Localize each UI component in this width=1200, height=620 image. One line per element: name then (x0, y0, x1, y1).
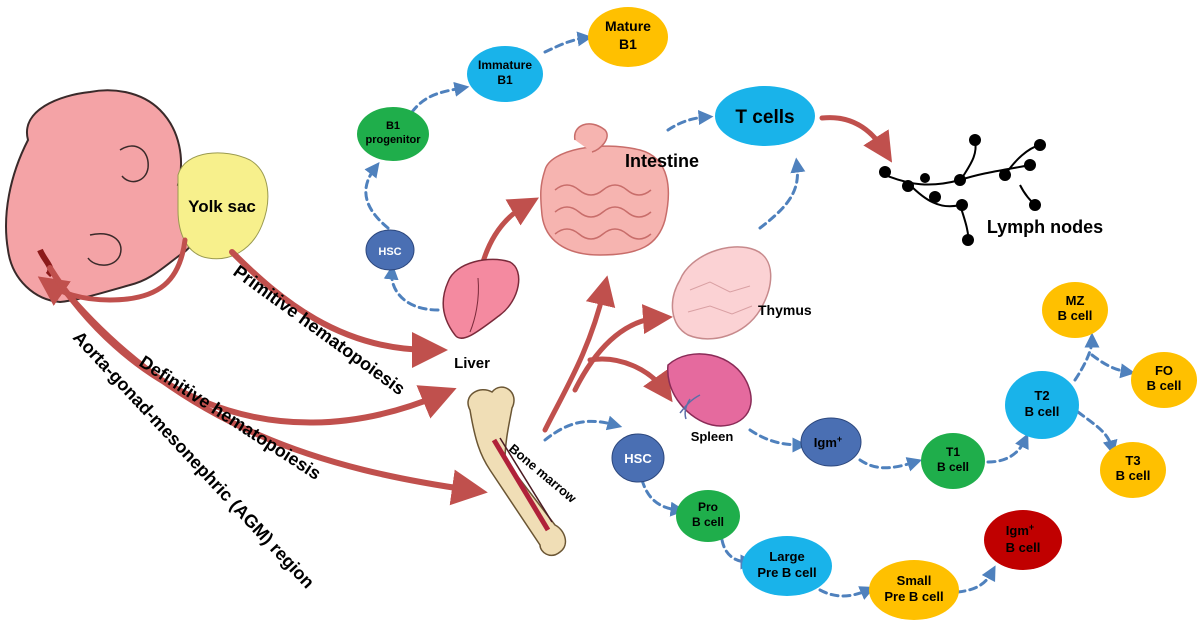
node-b1-progenitor-line2: progenitor (366, 134, 422, 146)
node-t3-b: T3 B cell (1100, 442, 1166, 498)
node-t-cells: T cells (715, 86, 815, 146)
node-large-pre-b-line2: Pre B cell (757, 565, 816, 580)
intestine: Intestine (540, 123, 699, 256)
node-mz-b-line2: B cell (1058, 308, 1093, 323)
spleen-label: Spleen (691, 429, 734, 444)
node-fo-b-line1: FO (1155, 363, 1173, 378)
blue-dashed-arrows (364, 31, 1136, 600)
tcells-to-lymph-arrow (819, 115, 893, 163)
node-igm-b-line2: B cell (1006, 540, 1041, 555)
node-t2-b-line1: T2 (1034, 388, 1049, 403)
node-igm-spleen: Igm+ (800, 417, 862, 467)
cell-nodes: HSC B1 progenitor Immature B1 Mature B1 … (357, 7, 1197, 620)
node-t1-b-line2: B cell (937, 460, 969, 474)
node-t3-b-line2: B cell (1116, 468, 1151, 483)
node-large-pre-b-line1: Large (769, 549, 804, 564)
yolk-sac-label: Yolk sac (188, 197, 256, 216)
liver-label: Liver (454, 355, 490, 372)
node-t1-b: T1 B cell (921, 433, 985, 489)
node-small-pre-b-line2: Pre B cell (884, 589, 943, 604)
node-immature-b1: Immature B1 (467, 46, 543, 102)
node-hsc-top-line1: HSC (378, 246, 401, 258)
node-mz-b-line1: MZ (1066, 293, 1085, 308)
node-b1-progenitor: B1 progenitor (357, 107, 429, 161)
bm-to-intestine-arrow (542, 275, 616, 433)
node-mature-b1: Mature B1 (588, 7, 668, 67)
lymph-nodes: Lymph nodes (879, 134, 1103, 246)
primitive-arrow (229, 249, 448, 368)
intestine-label: Intestine (625, 151, 699, 171)
node-fo-b-line2: B cell (1147, 378, 1182, 393)
bm-to-spleen-arrow (587, 356, 673, 403)
node-t3-b-line1: T3 (1125, 453, 1140, 468)
node-t2-b-line2: B cell (1025, 404, 1060, 419)
red-arrows (37, 115, 893, 506)
node-t-cells-line1: T cells (735, 107, 794, 128)
node-hsc-bm: HSC (611, 433, 665, 483)
primitive-label: Primitive hematopoiesis (230, 261, 409, 399)
node-pro-b-line1: Pro (698, 500, 718, 514)
node-fo-b: FO B cell (1131, 352, 1197, 408)
node-t2-b: T2 B cell (1005, 371, 1079, 439)
node-pro-b: Pro B cell (676, 490, 740, 542)
liver: Liver (442, 258, 520, 372)
node-hsc-top: HSC (365, 229, 415, 271)
node-igm-spleen-line1: Igm+ (814, 434, 842, 450)
embryo-illustration (5, 89, 202, 304)
node-hsc-bm-line1: HSC (624, 451, 652, 466)
node-immature-b1-line2: B1 (497, 73, 513, 87)
node-igm-b: Igm+ B cell (984, 510, 1062, 570)
thymus: Thymus (671, 246, 812, 340)
node-small-pre-b-line1: Small (897, 573, 932, 588)
yolk-sac: Yolk sac (177, 152, 269, 260)
node-t1-b-line1: T1 (946, 445, 960, 459)
thymus-label: Thymus (758, 302, 812, 318)
lymph-nodes-label: Lymph nodes (987, 217, 1103, 237)
node-mz-b: MZ B cell (1042, 282, 1108, 338)
agm-arrow (57, 282, 488, 506)
node-b1-progenitor-line1: B1 (386, 120, 400, 132)
node-small-pre-b: Small Pre B cell (869, 560, 959, 620)
node-mature-b1-line2: B1 (619, 36, 637, 52)
bm-to-thymus-arrow (572, 304, 673, 393)
node-mature-b1-line1: Mature (605, 18, 651, 34)
spleen: Spleen (667, 353, 752, 444)
node-igm-b-line1: Igm+ (1006, 522, 1034, 538)
node-pro-b-line2: B cell (692, 515, 724, 529)
node-immature-b1-line1: Immature (478, 58, 532, 72)
node-large-pre-b: Large Pre B cell (742, 536, 832, 596)
bone-marrow: Bone marrow (467, 386, 580, 557)
